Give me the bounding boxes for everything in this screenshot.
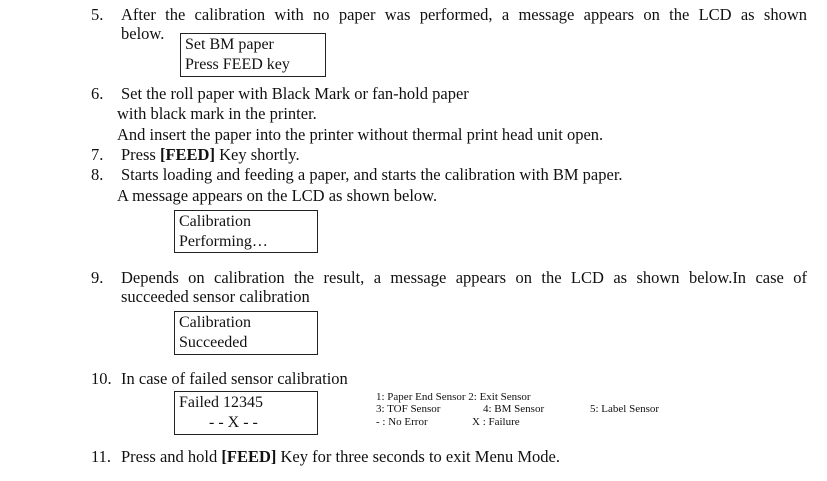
step-7-text: Press [FEED] Key shortly. [121, 145, 300, 165]
sensor-legend-bm: 4: BM Sensor [483, 403, 545, 415]
step-6-text-cont: with black mark in the printer. [117, 104, 317, 123]
step-8-number: 8. [91, 165, 104, 184]
lcd-calibration-performing: Calibration Performing… [174, 210, 318, 253]
step-6-number: 6. [91, 84, 104, 103]
lcd-line: Failed 12345 [179, 394, 263, 411]
step-7-number: 7. [91, 145, 104, 164]
sensor-legend-tof: 3: TOF Sensor [376, 403, 441, 415]
feed-key-label: [FEED] [221, 447, 277, 466]
legend-no-error: - : No Error [376, 416, 428, 428]
step-8-text-cont: A message appears on the LCD as shown be… [117, 186, 438, 205]
step-11-text: Press and hold [FEED] Key for three seco… [121, 447, 560, 467]
lcd-line: - - X - - [209, 414, 258, 431]
step-5-number: 5. [91, 5, 104, 24]
step-10-number: 10. [91, 369, 112, 388]
step-5-text-cont: below. [121, 24, 165, 43]
legend-failure: X : Failure [472, 416, 520, 428]
lcd-line: Succeeded [179, 334, 248, 351]
sensor-legend-row-1: 1: Paper End Sensor 2: Exit Sensor [376, 391, 531, 403]
step-10-text: In case of failed sensor calibration [121, 369, 348, 388]
lcd-set-bm-paper: Set BM paper Press FEED key [180, 33, 326, 77]
lcd-line: Calibration [179, 213, 251, 230]
step-9-text-cont: succeeded sensor calibration [121, 287, 310, 306]
lcd-line: Set BM paper [185, 36, 274, 53]
step-9-text: Depends on calibration the result, a mes… [121, 268, 807, 287]
lcd-failed: Failed 12345 - - X - - [174, 391, 318, 435]
step-11-pre: Press and hold [121, 447, 222, 466]
step-5-text: After the calibration with no paper was … [121, 5, 807, 24]
step-7-pre: Press [121, 145, 160, 164]
feed-key-label: [FEED] [159, 145, 215, 164]
step-6-text-cont2: And insert the paper into the printer wi… [117, 125, 604, 144]
step-11-number: 11. [91, 447, 112, 466]
step-6-text: Set the roll paper with Black Mark or fa… [121, 84, 469, 103]
sensor-legend-label: 5: Label Sensor [590, 403, 660, 415]
step-7-post: Key shortly. [214, 145, 300, 164]
lcd-line: Performing… [179, 233, 268, 250]
lcd-calibration-succeeded: Calibration Succeeded [174, 311, 318, 355]
step-9-number: 9. [91, 268, 104, 287]
lcd-line: Calibration [179, 314, 251, 331]
step-8-text: Starts loading and feeding a paper, and … [121, 165, 623, 184]
lcd-line: Press FEED key [185, 56, 290, 73]
step-11-post: Key for three seconds to exit Menu Mode. [276, 447, 561, 466]
